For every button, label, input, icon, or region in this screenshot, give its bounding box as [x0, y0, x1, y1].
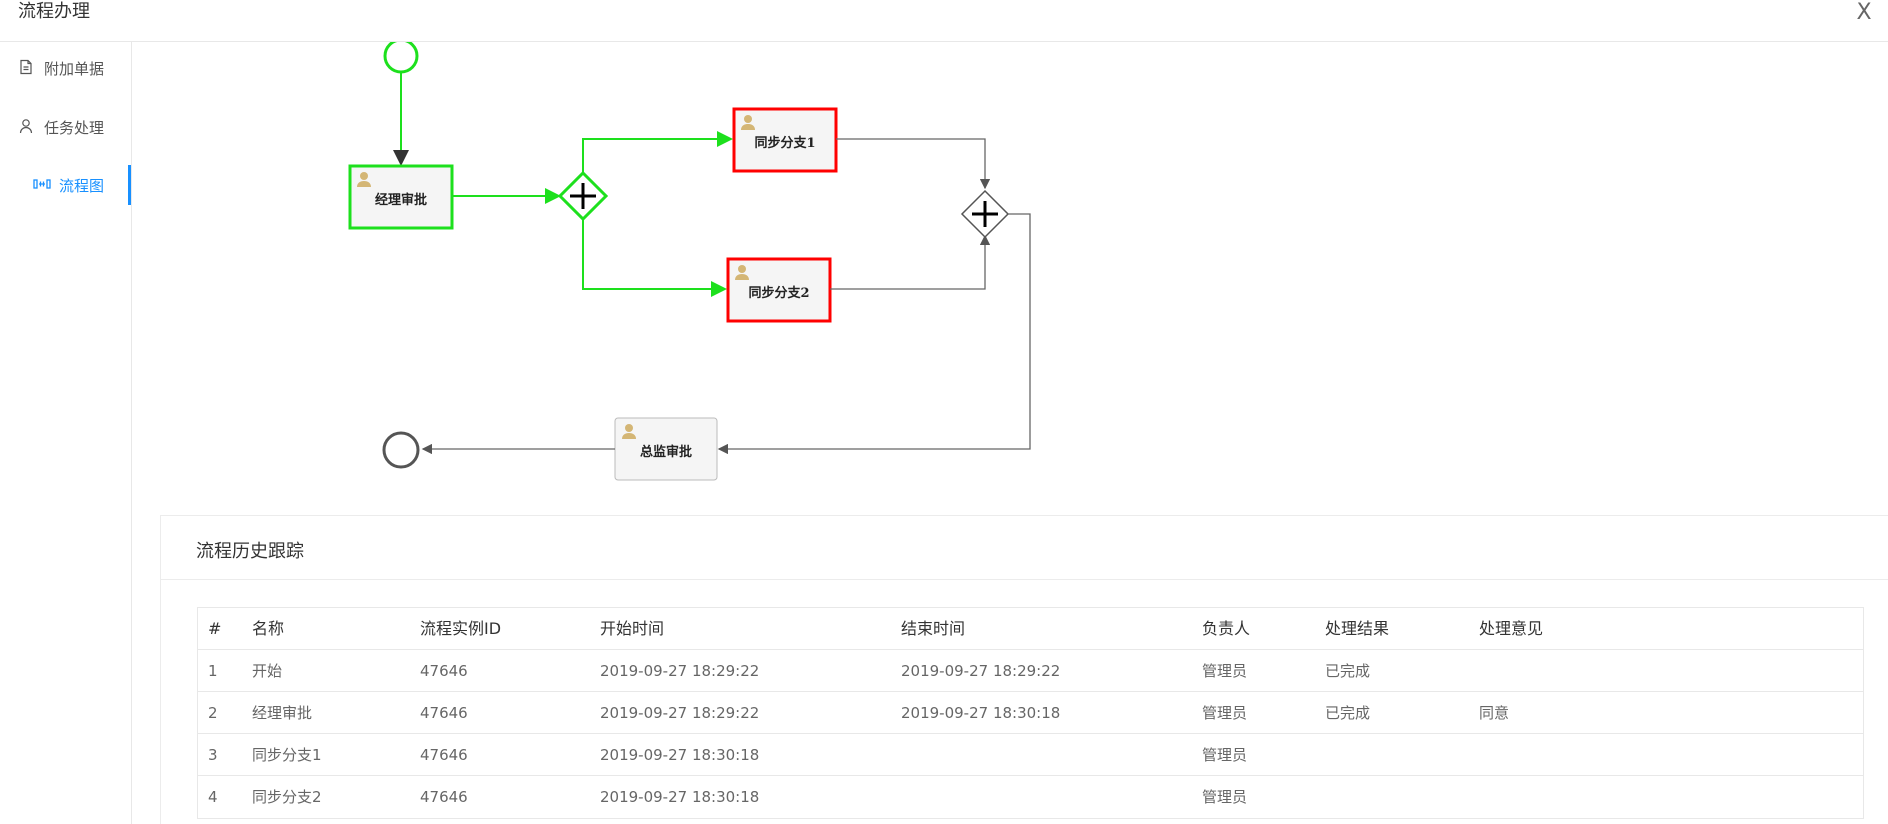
column-header: 处理意见 — [1479, 619, 1544, 638]
process-diagram: 经理审批 同步分支1 同步分支2 总监审批 — [132, 42, 1888, 502]
history-panel-header: 流程历史跟踪 — [161, 516, 1888, 580]
document-icon — [18, 59, 36, 77]
history-panel: 流程历史跟踪 # 名称 流程实例ID 开始时间 结束时间 负责人 处理结果 处理… — [160, 515, 1888, 824]
cell-start-time: 2019-09-27 18:30:18 — [600, 746, 760, 764]
cell-result: 已完成 — [1325, 662, 1371, 680]
table-row: 4 同步分支2 47646 2019-09-27 18:30:18 管理员 — [198, 776, 1863, 818]
task-label: 同步分支2 — [748, 286, 810, 301]
sidebar-item-flowchart[interactable]: 流程图 — [0, 165, 131, 205]
cell-start-time: 2019-09-27 18:29:22 — [600, 704, 760, 722]
end-event — [382, 431, 420, 469]
sidebar-item-label: 流程图 — [59, 176, 105, 195]
parallel-gateway-split — [557, 170, 609, 222]
table-header-row: # 名称 流程实例ID 开始时间 结束时间 负责人 处理结果 处理意见 — [198, 608, 1863, 650]
column-header: 名称 — [252, 619, 285, 638]
column-header: 处理结果 — [1325, 619, 1390, 638]
cell-assignee: 管理员 — [1202, 704, 1248, 722]
cell-end-time: 2019-09-27 18:30:18 — [901, 704, 1061, 722]
parallel-gateway-join — [960, 189, 1010, 239]
cell-start-time: 2019-09-27 18:30:18 — [600, 788, 760, 806]
column-header: 开始时间 — [600, 619, 665, 638]
table-row: 3 同步分支1 47646 2019-09-27 18:30:18 管理员 — [198, 734, 1863, 776]
task-label: 同步分支1 — [754, 136, 816, 151]
flow-icon — [33, 176, 51, 194]
sidebar-item-attachments[interactable]: 附加单据 — [0, 48, 131, 88]
cell-result: 已完成 — [1325, 704, 1371, 722]
history-table: # 名称 流程实例ID 开始时间 结束时间 负责人 处理结果 处理意见 1 开始… — [197, 607, 1864, 819]
close-button[interactable]: X — [1852, 0, 1876, 26]
history-title: 流程历史跟踪 — [196, 541, 304, 562]
column-header: 流程实例ID — [420, 619, 502, 638]
flow-branch1-join — [836, 138, 991, 190]
table-row: 1 开始 47646 2019-09-27 18:29:22 2019-09-2… — [198, 650, 1863, 692]
flow-gateway-branch2 — [582, 219, 727, 297]
close-icon[interactable]: X — [1856, 0, 1872, 25]
process-diagram-svg — [348, 42, 1031, 481]
cell-index: 4 — [208, 788, 218, 806]
column-header: 结束时间 — [901, 619, 966, 638]
column-header: 负责人 — [1202, 619, 1251, 638]
cell-index: 1 — [208, 662, 218, 680]
cell-assignee: 管理员 — [1202, 788, 1248, 806]
user-icon — [18, 118, 36, 136]
dialog-header: 流程办理 X — [0, 0, 1888, 42]
cell-instance-id: 47646 — [420, 788, 468, 806]
sidebar: 附加单据 任务处理 流程图 — [0, 42, 132, 824]
flow-gateway-branch1 — [582, 131, 733, 173]
cell-name: 同步分支2 — [252, 788, 322, 806]
cell-name: 经理审批 — [252, 704, 313, 722]
sidebar-item-label: 附加单据 — [44, 59, 105, 78]
start-event — [383, 42, 419, 74]
cell-instance-id: 47646 — [420, 746, 468, 764]
cell-assignee: 管理员 — [1202, 746, 1248, 764]
task-label: 总监审批 — [639, 445, 692, 460]
task-sync-branch-2[interactable] — [726, 257, 832, 323]
flow-branch2-join — [830, 234, 991, 290]
cell-start-time: 2019-09-27 18:29:22 — [600, 662, 760, 680]
cell-instance-id: 47646 — [420, 662, 468, 680]
flow-join-director — [717, 213, 1031, 455]
cell-instance-id: 47646 — [420, 704, 468, 722]
cell-opinion: 同意 — [1479, 704, 1510, 722]
cell-assignee: 管理员 — [1202, 662, 1248, 680]
sidebar-item-label: 任务处理 — [44, 118, 105, 137]
cell-index: 2 — [208, 704, 218, 722]
cell-name: 开始 — [252, 662, 283, 680]
task-label: 经理审批 — [374, 193, 427, 208]
cell-index: 3 — [208, 746, 218, 764]
table-row: 2 经理审批 47646 2019-09-27 18:29:22 2019-09… — [198, 692, 1863, 734]
cell-name: 同步分支1 — [252, 746, 322, 764]
column-header: # — [208, 619, 222, 638]
cell-end-time: 2019-09-27 18:29:22 — [901, 662, 1061, 680]
sidebar-item-tasks[interactable]: 任务处理 — [0, 107, 131, 147]
dialog-title: 流程办理 — [18, 1, 90, 22]
